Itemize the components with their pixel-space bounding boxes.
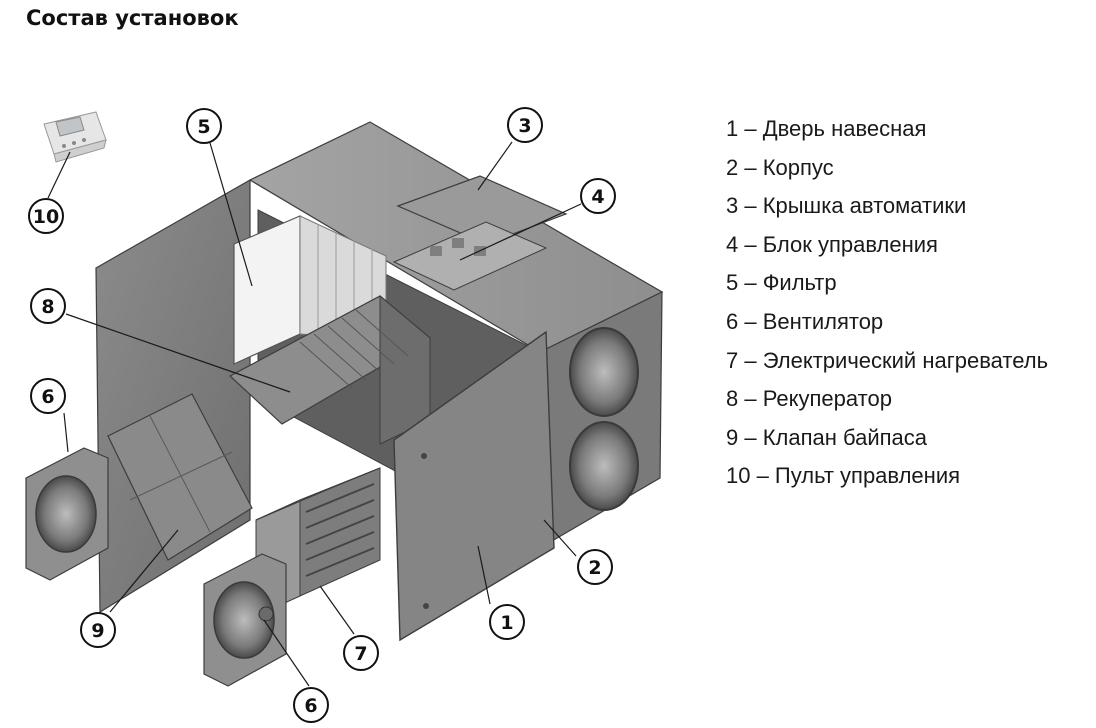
fan-part-bottom xyxy=(203,553,287,687)
svg-text:2: 2 xyxy=(588,557,601,579)
fan-part-left xyxy=(25,447,109,581)
legend-item-housing: 2 – Корпус xyxy=(726,154,834,180)
parts-legend: 1 – Дверь навесная 2 – Корпус 3 – Крышка… xyxy=(726,114,1048,500)
automation-cover-part xyxy=(396,175,568,245)
svg-text:6: 6 xyxy=(304,695,317,717)
legend-item-remote: 10 – Пульт управления xyxy=(726,463,961,489)
legend-item-filter: 5 – Фильтр xyxy=(726,270,837,296)
svg-text:3: 3 xyxy=(518,115,531,137)
legend-item-bypass-valve: 9 – Клапан байпаса xyxy=(726,424,927,450)
svg-text:1: 1 xyxy=(500,612,513,634)
legend-item-control-block: 4 – Блок управления xyxy=(726,231,938,257)
svg-text:8: 8 xyxy=(41,296,54,318)
legend-item-heater: 7 – Электрический нагреватель xyxy=(726,347,1049,373)
svg-text:7: 7 xyxy=(354,643,367,665)
callout-8: 8 xyxy=(30,288,66,324)
legend-item-automation-cover: 3 – Крышка автоматики xyxy=(726,193,967,219)
legend-item-door: 1 – Дверь навесная xyxy=(726,116,927,141)
svg-text:6: 6 xyxy=(41,386,54,408)
remote-control-part xyxy=(43,111,107,163)
svg-text:10: 10 xyxy=(33,206,59,228)
callout-5: 5 xyxy=(186,108,222,144)
callout-7: 7 xyxy=(343,635,379,671)
callout-2: 2 xyxy=(577,549,613,585)
svg-text:4: 4 xyxy=(591,186,604,208)
outlet-port-lower xyxy=(569,421,639,511)
callout-6-left: 6 xyxy=(30,378,66,414)
callout-10: 10 xyxy=(28,198,64,234)
bypass-valve-part xyxy=(107,393,253,561)
svg-text:5: 5 xyxy=(197,116,210,138)
recuperator-part xyxy=(228,294,432,445)
callout-9: 9 xyxy=(80,612,116,648)
leader-lines xyxy=(47,141,582,687)
legend-item-recuperator: 8 – Рекуператор xyxy=(726,386,892,412)
page-title: Состав установок xyxy=(26,6,239,30)
outlet-port-upper xyxy=(569,327,639,417)
callout-3: 3 xyxy=(507,107,543,143)
callout-4: 4 xyxy=(580,178,616,214)
hinged-door-part xyxy=(393,330,555,642)
legend-item-fan: 6 – Вентилятор xyxy=(726,308,884,334)
svg-text:9: 9 xyxy=(91,620,104,642)
callout-6-bottom: 6 xyxy=(293,687,329,723)
callout-1: 1 xyxy=(489,604,525,640)
